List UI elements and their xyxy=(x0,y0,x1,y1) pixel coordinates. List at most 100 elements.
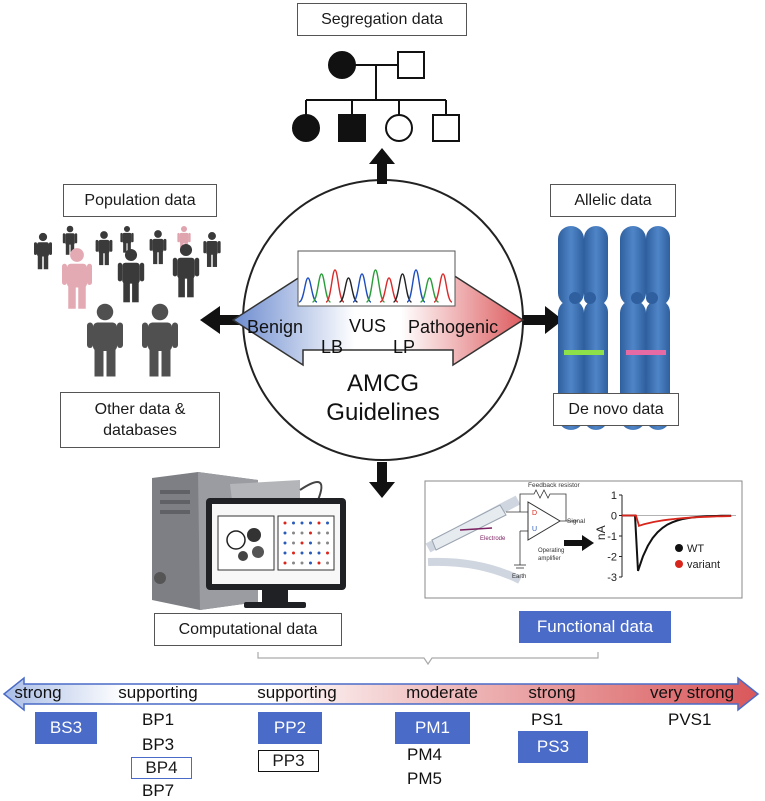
criterion-bp1: BP1 xyxy=(142,710,175,729)
matrix-dot xyxy=(326,531,329,535)
matrix-dot xyxy=(283,541,287,545)
criterion-pp2: PP2 xyxy=(258,712,322,744)
chromatogram-peak xyxy=(365,269,386,303)
guidelines-title: Guidelines xyxy=(326,399,440,426)
legend-marker xyxy=(675,544,683,552)
matrix-dot xyxy=(300,531,304,535)
matrix-dot xyxy=(300,551,304,555)
pedigree-unaffected-son xyxy=(432,114,460,142)
vus-label: VUS xyxy=(349,316,387,336)
matrix-dot xyxy=(309,531,312,535)
computer-illustration xyxy=(152,472,346,610)
matrix-dot xyxy=(292,531,295,535)
y-tick-label: -2 xyxy=(607,552,617,564)
matrix-dot xyxy=(326,561,329,565)
matrix-dot xyxy=(283,531,287,535)
legend-marker xyxy=(675,560,683,568)
criterion-pm5: PM5 xyxy=(407,769,442,788)
chromatogram-peak xyxy=(312,273,331,303)
arrow-up-icon xyxy=(369,148,395,184)
criterion-pm4: PM4 xyxy=(407,745,442,764)
matrix-dot xyxy=(326,551,329,555)
chromatogram-peak xyxy=(379,277,399,303)
chromatogram xyxy=(297,250,456,307)
chromatogram-peak xyxy=(298,277,318,303)
chromatogram-peak xyxy=(339,277,358,303)
lp-label: LP xyxy=(393,337,416,357)
criterion-bp4: BP4 xyxy=(131,757,192,779)
population-people xyxy=(34,225,221,377)
matrix-dot xyxy=(326,541,329,545)
de-novo-data-label: De novo data xyxy=(553,393,679,426)
pedigree-affected-son xyxy=(338,114,366,142)
scale-pathogenic-supporting: supporting xyxy=(257,683,337,702)
pedigree-affected-female xyxy=(328,51,356,79)
matrix-dot xyxy=(300,541,304,545)
criterion-ps1: PS1 xyxy=(531,710,564,729)
variant-trace xyxy=(622,514,732,528)
criterion-pvs1: PVS1 xyxy=(668,710,712,729)
pathogenic-label: Pathogenic xyxy=(408,317,499,337)
matrix-dot xyxy=(300,561,304,565)
person-icon xyxy=(203,232,221,267)
population-data-label: Population data xyxy=(63,184,217,217)
pedigree-affected-daughter xyxy=(292,114,320,142)
criterion-ps3: PS3 xyxy=(518,731,588,763)
criterion-bp3: BP3 xyxy=(142,735,175,754)
person-icon xyxy=(142,303,178,377)
functional-data-label: Functional data xyxy=(519,611,671,643)
arrow-left-icon xyxy=(200,306,242,334)
scale-benign-strong: strong xyxy=(14,683,62,702)
legend-label: variant xyxy=(687,559,720,571)
person-icon xyxy=(120,225,134,253)
y-axis-label: nA xyxy=(594,525,608,540)
chromosome-right-marker xyxy=(626,350,666,355)
scale-very-strong: very strong xyxy=(649,683,735,702)
y-tick-label: 0 xyxy=(611,511,617,523)
chromatogram-peak xyxy=(433,273,453,303)
person-icon xyxy=(95,231,113,266)
chromatogram-peak xyxy=(420,277,439,303)
arrow-down-icon xyxy=(369,462,395,498)
matrix-dot xyxy=(292,541,295,545)
grouping-brace xyxy=(257,652,599,666)
evidence-strength-scale xyxy=(2,676,760,712)
matrix-dot xyxy=(309,541,312,545)
matrix-dot xyxy=(317,531,321,535)
criterion-pm1: PM1 xyxy=(395,712,470,744)
pedigree xyxy=(292,51,460,142)
other-data-label: Other data & databases xyxy=(60,392,220,448)
chromatogram-peak xyxy=(352,273,372,303)
person-icon xyxy=(62,248,92,309)
matrix-dot xyxy=(292,521,295,525)
scale-moderate: moderate xyxy=(406,683,478,702)
matrix-dot xyxy=(292,551,295,555)
matrix-dot xyxy=(283,561,287,565)
matrix-dot xyxy=(317,561,321,565)
benign-label: Benign xyxy=(247,317,304,337)
criterion-bs3: BS3 xyxy=(35,712,97,744)
matrix-dot xyxy=(309,521,312,525)
matrix-dot xyxy=(317,521,321,525)
black-arrows xyxy=(200,148,563,498)
pedigree-unaffected-male xyxy=(397,51,425,79)
scale-pathogenic-strong: strong xyxy=(528,683,576,702)
matrix-dot xyxy=(309,551,312,555)
matrix-dot xyxy=(283,551,287,555)
svg-text:D: D xyxy=(532,510,537,517)
chromatogram-peak xyxy=(393,273,412,303)
computational-data-label: Computational data xyxy=(154,613,342,646)
segregation-data-label: Segregation data xyxy=(297,3,467,36)
person-icon xyxy=(149,230,167,265)
legend-label: WT xyxy=(687,543,704,555)
arrow-right-icon xyxy=(523,306,563,334)
chromosome-left-marker xyxy=(564,350,604,355)
matrix-dot xyxy=(283,521,287,525)
criterion-pp3: PP3 xyxy=(258,750,319,772)
y-tick-label: -1 xyxy=(607,531,617,543)
person-icon xyxy=(117,248,145,303)
